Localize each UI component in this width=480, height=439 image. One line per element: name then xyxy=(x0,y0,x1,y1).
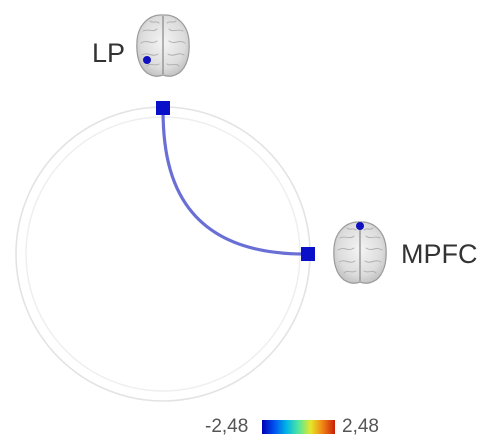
roi-dot-lp xyxy=(143,56,151,64)
roi-dot-mpfc xyxy=(356,222,364,230)
node-label-lp: LP xyxy=(92,38,126,68)
brain-axial-icon xyxy=(136,14,190,77)
ring-outer xyxy=(15,106,311,402)
node-marker-lp xyxy=(156,101,170,115)
color-scale-bar xyxy=(262,420,335,434)
ring-inner xyxy=(25,116,301,392)
node-label-mpfc: MPFC xyxy=(401,239,478,269)
brain-axial-icon xyxy=(333,221,387,284)
connectome-ring xyxy=(15,106,311,402)
connection-lp-mpfc xyxy=(161,107,309,256)
color-scale-min-label: -2,48 xyxy=(205,416,249,437)
color-scale-max-label: 2,48 xyxy=(342,416,379,437)
node-marker-mpfc xyxy=(301,247,315,261)
